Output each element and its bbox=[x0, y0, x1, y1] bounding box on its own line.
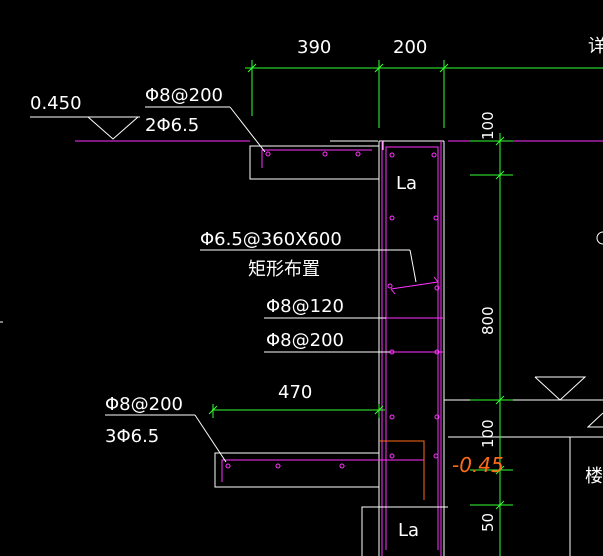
elevation-annotation: -0.45 bbox=[452, 453, 504, 477]
dim-200: 200 bbox=[393, 37, 427, 58]
elevation-value: 0.450 bbox=[30, 93, 82, 114]
top-slab-rebar bbox=[261, 149, 372, 168]
top-rebar-leader bbox=[145, 106, 266, 153]
vertical-bar-leaders bbox=[264, 317, 390, 353]
la-top: La bbox=[396, 173, 417, 194]
la-bottom: La bbox=[398, 520, 419, 541]
elevation-marker bbox=[30, 116, 140, 140]
top-rebar-spec: Φ8@200 bbox=[145, 85, 223, 106]
annotation-bracket bbox=[379, 440, 425, 500]
bottom-rebar-spec: Φ8@200 bbox=[105, 394, 183, 415]
dim-100-bottom: 100 bbox=[479, 419, 497, 448]
wall-rebar-cage bbox=[381, 141, 444, 556]
dim-50: 50 bbox=[479, 513, 497, 532]
right-elevation-marker bbox=[534, 376, 603, 428]
bottom-rebar-leader bbox=[105, 414, 227, 463]
edge-text-bottom: 楼 bbox=[585, 466, 603, 487]
top-slab bbox=[249, 141, 384, 180]
tie-leader bbox=[200, 249, 417, 283]
dim-390: 390 bbox=[297, 37, 331, 58]
top-rebar-count: 2Φ6.5 bbox=[145, 115, 199, 136]
right-dimension-chain bbox=[470, 133, 513, 556]
bottom-rebar-count: 3Φ6.5 bbox=[105, 426, 159, 447]
wall-rebar-dots bbox=[387, 152, 440, 459]
tie-layout: 矩形布置 bbox=[248, 259, 320, 280]
vertical-bar-spec-2: Φ8@200 bbox=[266, 330, 344, 351]
bottom-slab bbox=[214, 452, 379, 488]
tie-spec: Φ6.5@360X600 bbox=[200, 229, 342, 250]
bottom-slab-rebar bbox=[221, 459, 424, 482]
dim-100-top: 100 bbox=[479, 111, 497, 140]
wall-outline bbox=[378, 140, 445, 556]
dim-800: 800 bbox=[479, 306, 497, 335]
stray-marks bbox=[0, 231, 603, 323]
edge-text-top: 详 bbox=[588, 36, 603, 57]
mid-dimension bbox=[208, 404, 385, 418]
top-dimension-chain bbox=[245, 60, 603, 128]
vertical-bar-spec-1: Φ8@120 bbox=[266, 296, 344, 317]
wall-tie bbox=[390, 276, 439, 295]
dim-470: 470 bbox=[278, 382, 312, 403]
